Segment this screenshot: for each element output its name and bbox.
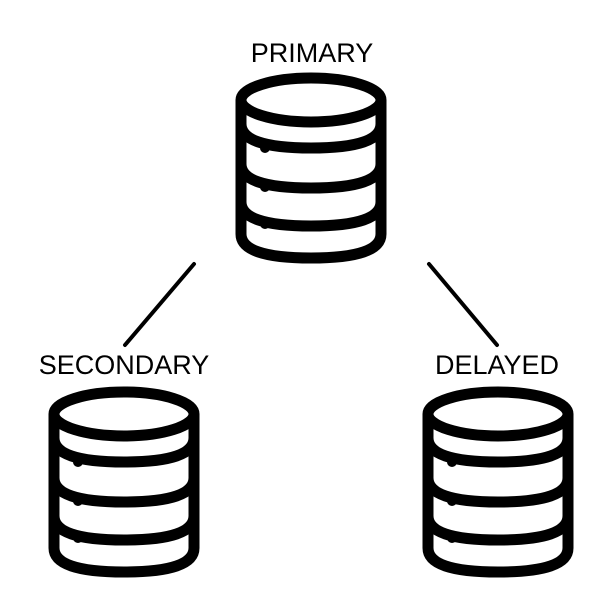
node-delayed-label: DELAYED	[435, 350, 559, 380]
database-icon	[241, 78, 381, 258]
database-icon	[54, 392, 194, 572]
edge-primary-secondary	[123, 262, 196, 347]
node-secondary: SECONDARY	[39, 350, 210, 572]
database-icon	[428, 392, 568, 572]
edge-primary-delayed	[427, 262, 499, 347]
node-primary-label: PRIMARY	[251, 38, 374, 68]
node-secondary-label: SECONDARY	[39, 350, 210, 380]
node-delayed: DELAYED	[428, 350, 568, 572]
node-primary: PRIMARY	[241, 38, 381, 258]
